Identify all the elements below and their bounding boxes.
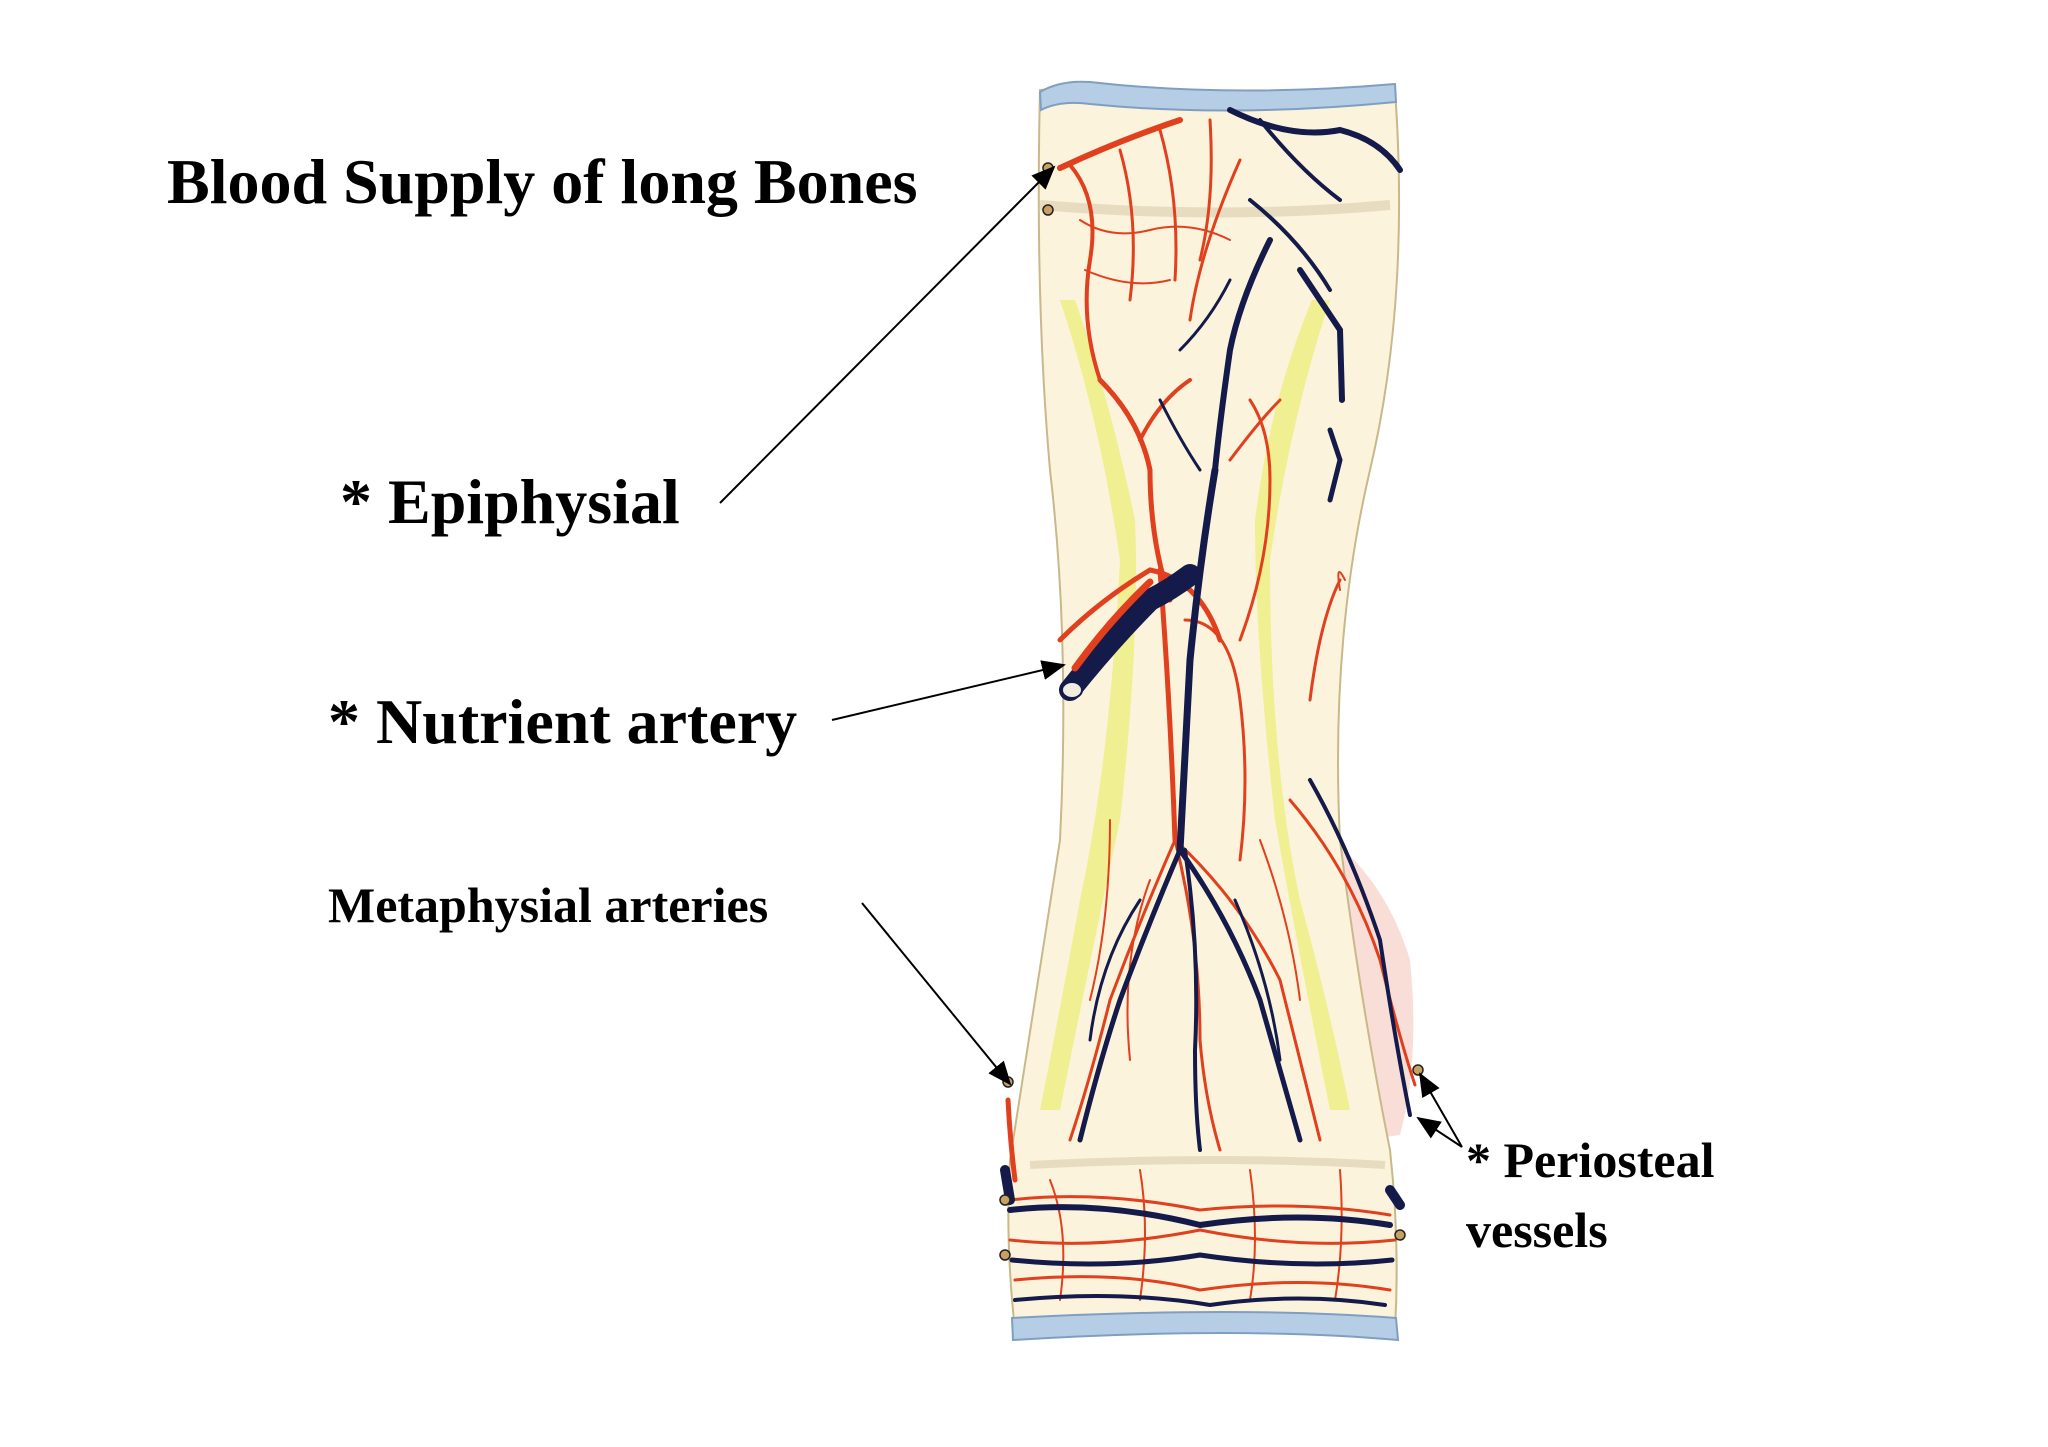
nutrient-artery-branch	[1071, 578, 1154, 672]
periosteal-label-line2: vessels	[1466, 1202, 1608, 1258]
epiphysial-leader	[719, 165, 1056, 504]
nutrient-artery-label: * Nutrient artery	[328, 686, 798, 757]
cortex-left	[1040, 300, 1136, 1110]
epiphysial-label: * Epiphysial	[340, 466, 680, 537]
nutrient-artery-opening	[1061, 681, 1083, 699]
periosteal-leader-1	[1419, 1072, 1463, 1148]
articular-cartilage-bottom	[1010, 1311, 1400, 1342]
metaphysial-arteries-label: Metaphysial arteries	[328, 877, 769, 933]
leader-lines	[719, 165, 1463, 1148]
nutrient-artery-leader	[831, 660, 1066, 721]
arterial-network	[1005, 117, 1417, 1301]
metaphysial-leader	[861, 902, 1012, 1086]
cortex-right	[1255, 300, 1350, 1110]
periosteal-leader-2	[1416, 1116, 1463, 1148]
long-bone	[1007, 88, 1401, 1332]
periosteal-vessels-label: * Periosteal vessels	[1466, 1125, 1715, 1265]
venous-network	[1000, 107, 1412, 1308]
periosteal-label-line1: * Periosteal	[1466, 1132, 1715, 1188]
articular-cartilage-top	[1038, 80, 1398, 112]
nutrient-artery-trunk	[1059, 564, 1201, 701]
growth-plate-bottom	[1029, 1156, 1386, 1169]
diagram-title: Blood Supply of long Bones	[167, 146, 918, 217]
